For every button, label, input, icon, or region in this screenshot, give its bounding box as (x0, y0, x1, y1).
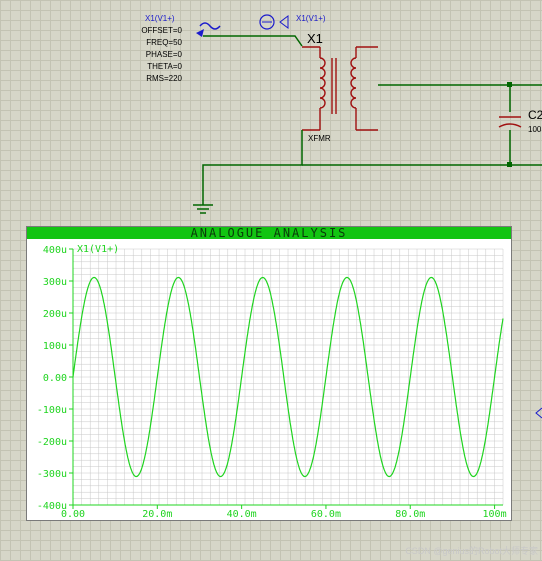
transformer-ref: X1 (307, 31, 323, 46)
x-tick-label: 60.0m (311, 509, 341, 520)
capacitor-ref: C2 (528, 108, 542, 122)
source-param-freq: FREQ=50 (146, 38, 182, 47)
transformer-symbol[interactable] (302, 46, 378, 131)
y-tick-label: 400u (43, 245, 67, 256)
capacitor-symbol[interactable] (498, 116, 522, 128)
y-tick-label: -300u (37, 469, 67, 480)
source-symbol[interactable] (196, 22, 221, 37)
watermark: CSDN @genius的Robot大师专家 (405, 546, 538, 556)
y-tick-label: 300u (43, 277, 67, 288)
probe-arrow-right[interactable] (535, 407, 542, 419)
x-tick-label: 100m (483, 509, 507, 520)
plot-area[interactable]: 400u 300u 200u 100u 0.00 -100u -200u -300u -400u… (27, 239, 511, 520)
wire-top[interactable] (203, 35, 303, 47)
x-tick-label: 80.0m (395, 509, 425, 520)
y-tick-label: 0.00 (43, 373, 67, 384)
series-line (72, 276, 504, 478)
capacitor-value: 100 (528, 125, 542, 134)
trace-label: X1(V1+) (77, 244, 119, 255)
source-param-rms: RMS=220 (146, 74, 182, 83)
ground-symbol[interactable] (193, 204, 213, 214)
source-name: X1(V1+) (145, 14, 175, 23)
y-tick-label: 200u (43, 309, 67, 320)
source-param-phase: PHASE=0 (145, 50, 182, 59)
source-param-offset: OFFSET=0 (141, 26, 182, 35)
x-tick-label: 0.00 (61, 509, 85, 520)
graph-title[interactable]: ANALOGUE ANALYSIS (27, 227, 511, 239)
y-tick-label: -200u (37, 437, 67, 448)
y-tick-label: -100u (37, 405, 67, 416)
y-tick-label: -400u (37, 501, 67, 512)
transformer-type: XFMR (308, 134, 331, 143)
probe-label: X1(V1+) (296, 14, 326, 23)
x-tick-label: 40.0m (227, 509, 257, 520)
probe-icon[interactable] (259, 14, 289, 30)
source-param-theta: THETA=0 (147, 62, 182, 71)
wire-bottom[interactable] (202, 130, 303, 205)
y-tick-label: 100u (43, 341, 67, 352)
analogue-analysis-graph[interactable]: ANALOGUE ANALYSIS 400u 300u 200u 100u 0.00 -1… (26, 226, 512, 521)
x-tick-label: 20.0m (142, 509, 172, 520)
